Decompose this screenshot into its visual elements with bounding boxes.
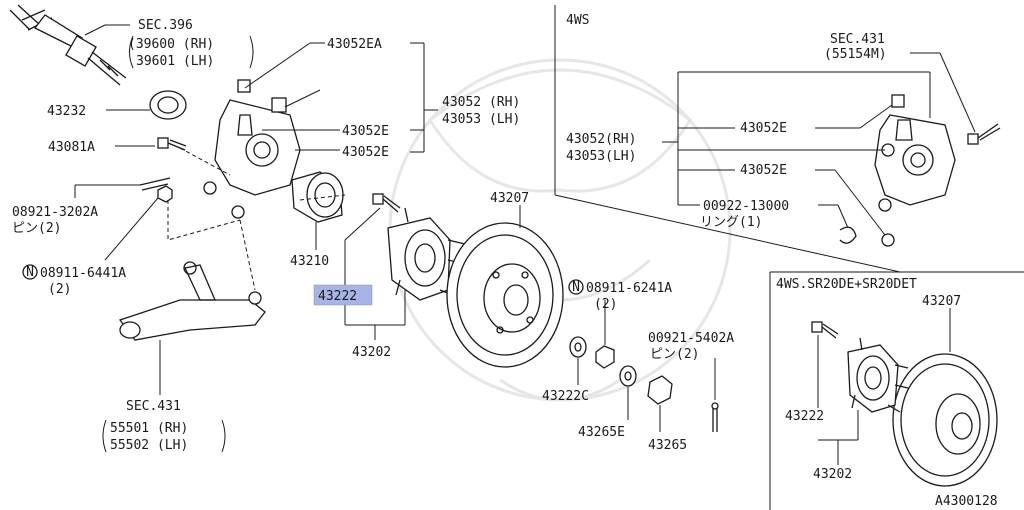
highlight-box xyxy=(313,284,373,306)
svg-text:N: N xyxy=(572,280,580,295)
axle-hub xyxy=(387,207,466,301)
label-08911-6441A: 08911-6441A xyxy=(40,266,126,281)
highlight-43222[interactable]: 43222 xyxy=(313,284,373,306)
label-43207: 43207 xyxy=(490,191,529,206)
knuckle-4ws xyxy=(874,94,956,247)
label-43052EA: 43052EA xyxy=(327,37,382,52)
panel-4ws-title: 4WS xyxy=(566,13,589,28)
label-08911-6241A-sub: (2) xyxy=(594,297,617,312)
dashed-links-main xyxy=(167,147,346,291)
label-43210: 43210 xyxy=(290,254,329,269)
bracket-sec431 xyxy=(102,419,107,453)
panel-4ws-00922-sub: リング(1) xyxy=(700,215,762,230)
label-sec431-lh: 55502 (LH) xyxy=(110,438,188,453)
label-sec431: SEC.431 xyxy=(126,399,181,414)
tie-rod-4ws xyxy=(967,123,1001,145)
panel-sr20-43202: 43202 xyxy=(813,467,852,482)
nut-08911-6441A xyxy=(157,185,173,203)
bracket-sec396 xyxy=(129,35,134,69)
label-43222C: 43222C xyxy=(542,389,589,404)
leader-lines-sr20 xyxy=(817,308,951,465)
castle-nut-43265 xyxy=(647,375,673,405)
washer-43265E xyxy=(619,365,637,387)
label-sec396: SEC.396 xyxy=(138,18,193,33)
label-43222[interactable]: 43222 xyxy=(318,289,357,304)
label-sec431-rh: 55501 (RH) xyxy=(110,421,188,436)
panel-sr20-43207: 43207 xyxy=(922,294,961,309)
label-43265E: 43265E xyxy=(578,425,625,440)
panel-4ws-43052E-2: 43052E xyxy=(740,163,787,178)
nut-08911-6241A xyxy=(595,345,615,369)
oil-seal xyxy=(149,90,187,120)
label-43052E-1: 43052E xyxy=(342,124,389,139)
label-08921-code: 08921-3202A xyxy=(12,205,98,220)
panel-sr20-title: 4WS.SR20DE+SR20DET xyxy=(776,277,917,292)
panel-4ws-43053-lh: 43053(LH) xyxy=(566,149,636,164)
bolt-43081A xyxy=(157,137,187,151)
label-08911-6441A-sub: (2) xyxy=(48,282,71,297)
label-43053-lh: 43053 (LH) xyxy=(442,112,520,127)
disc-rotor xyxy=(446,222,564,368)
label-43081A: 43081A xyxy=(48,140,95,155)
panel-4ws-43052E-1: 43052E xyxy=(740,121,787,136)
panel-sr20-43222: 43222 xyxy=(785,409,824,424)
knuckle xyxy=(203,79,301,219)
label-sec396-lh: 39601 (LH) xyxy=(136,54,214,69)
figure-id: A4300128 xyxy=(935,494,998,509)
label-00921-5402A-sub: ピン(2) xyxy=(650,347,699,362)
panel-borders xyxy=(554,5,1024,510)
bracket-sec431-r xyxy=(221,419,226,453)
bracket-sec396-r xyxy=(249,35,254,69)
drive-shaft xyxy=(9,4,127,86)
label-43265: 43265 xyxy=(648,438,687,453)
label-08911-6241A: 08911-6241A xyxy=(586,281,672,296)
label-43202: 43202 xyxy=(352,345,391,360)
cotter-pin-00921 xyxy=(711,402,719,432)
hub-sr20 xyxy=(847,337,909,413)
label-00921-5402A: 00921-5402A xyxy=(648,331,734,346)
n-symbol-2: N xyxy=(568,279,584,295)
panel-4ws-sec431: SEC.431 xyxy=(830,32,885,47)
rotor-sr20 xyxy=(892,353,998,487)
label-08921-sub: ピン(2) xyxy=(12,221,61,236)
leader-lines-main xyxy=(74,24,716,432)
n-symbol-1: N xyxy=(22,264,38,280)
label-43232: 43232 xyxy=(47,104,86,119)
lower-arm xyxy=(118,261,266,341)
hub-bolt xyxy=(372,193,401,213)
svg-text:N: N xyxy=(26,265,34,280)
snap-ring-4ws xyxy=(839,226,857,244)
panel-4ws-00922: 00922-13000 xyxy=(703,199,789,214)
label-sec396-rh: (39600 (RH) xyxy=(128,37,214,52)
washer-43222C xyxy=(569,336,587,358)
label-43052E-2: 43052E xyxy=(342,145,389,160)
panel-4ws-sec431-sub: (55154M) xyxy=(824,47,887,62)
hub-bearing xyxy=(291,171,344,223)
bolt-sr20 xyxy=(811,321,839,339)
panel-4ws-43052-rh: 43052(RH) xyxy=(566,132,636,147)
label-43052-rh: 43052 (RH) xyxy=(442,95,520,110)
pin-08921 xyxy=(139,177,171,191)
leader-lines-4ws xyxy=(662,52,976,236)
